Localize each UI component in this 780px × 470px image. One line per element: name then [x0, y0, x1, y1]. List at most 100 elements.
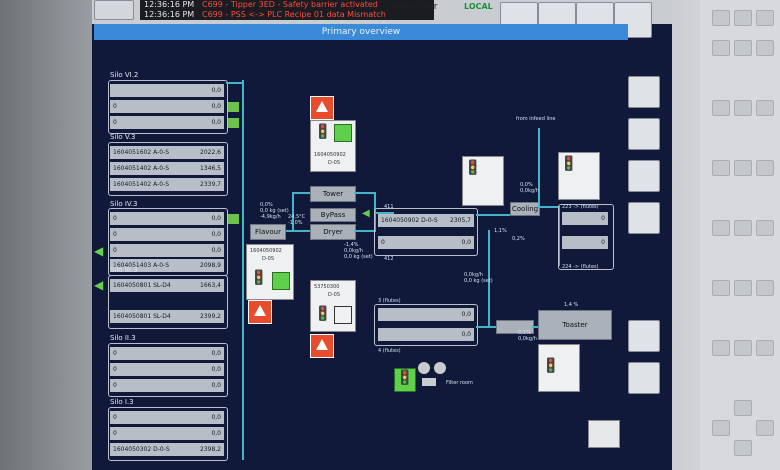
traffic-light-icon: 🚦 — [250, 270, 268, 286]
alarm-time: 12:36:16 PM — [144, 0, 195, 9]
filter-fan-icon — [434, 362, 446, 374]
flow-line — [538, 206, 558, 208]
out-row: 0 — [562, 236, 608, 249]
keypad-key[interactable] — [756, 220, 774, 236]
traffic-light-icon: 🚦 — [396, 370, 414, 386]
keypad-key[interactable] — [756, 40, 774, 56]
flow-line — [354, 230, 374, 232]
status-tab[interactable] — [228, 102, 239, 112]
traffic-light-icon: 🚦 — [464, 160, 482, 176]
side-button-2[interactable] — [628, 118, 660, 150]
silo-label: Silo I.3 — [110, 398, 134, 406]
status-tab[interactable] — [228, 214, 239, 224]
status-panel[interactable] — [462, 156, 504, 206]
keypad-key[interactable] — [734, 100, 752, 116]
warning-icon[interactable] — [310, 334, 334, 358]
status-panel[interactable] — [558, 152, 600, 200]
dryer-node[interactable]: Dryer — [310, 224, 356, 240]
arrow-left-icon: ◀ — [94, 278, 104, 292]
keypad-key[interactable] — [734, 10, 752, 26]
side-button-6[interactable] — [628, 362, 660, 394]
infeed-line — [538, 128, 540, 208]
bypass-node[interactable]: ByPass — [310, 208, 356, 222]
warning-icon[interactable] — [310, 96, 334, 120]
filter-tank-icon — [422, 378, 436, 386]
flow-line — [488, 230, 490, 326]
side-button-5[interactable] — [628, 320, 660, 352]
filter-fan-icon — [418, 362, 430, 374]
keypad-key[interactable] — [734, 400, 752, 416]
tube-row: 0,0 — [378, 308, 474, 321]
cooling-measure: 1,1% — [494, 228, 507, 234]
filter-status-icon[interactable] — [394, 368, 416, 392]
keypad-key[interactable] — [712, 100, 730, 116]
keypad-key[interactable] — [712, 40, 730, 56]
keypad-key[interactable] — [756, 10, 774, 26]
keypad-key[interactable] — [712, 160, 730, 176]
status-code: D-0S — [328, 292, 341, 298]
cooling-measure: 0,2% — [512, 236, 525, 242]
collector-line — [242, 80, 244, 460]
keypad-key[interactable] — [712, 280, 730, 296]
infeed-label: from infeed line — [516, 116, 556, 122]
keypad-key[interactable] — [734, 220, 752, 236]
side-button-3[interactable] — [628, 160, 660, 192]
flow-line — [558, 206, 560, 266]
cooling-node[interactable]: Cooling — [510, 202, 540, 216]
footer-button[interactable] — [588, 420, 620, 448]
filter-room-label: Filter room — [446, 380, 473, 386]
status-panel[interactable] — [538, 344, 580, 392]
keypad-key[interactable] — [734, 340, 752, 356]
out-label: 224 -> (flutes) — [562, 264, 599, 270]
tube-label: 4 (flutes) — [378, 348, 401, 354]
green-status-icon — [334, 124, 352, 142]
tube-label: 3 (flutes) — [378, 298, 401, 304]
silo-box — [374, 208, 478, 256]
flavour-node[interactable]: Flavour — [250, 224, 286, 240]
home-button[interactable] — [94, 0, 134, 20]
toaster-node[interactable]: Toaster — [538, 310, 612, 340]
keypad-key[interactable] — [756, 280, 774, 296]
flow-line — [354, 192, 374, 194]
side-button-1[interactable] — [628, 76, 660, 108]
arrow-left-icon: ◀ — [362, 208, 370, 219]
keypad-key[interactable] — [712, 420, 730, 436]
silo-box — [108, 80, 228, 134]
warning-icon[interactable] — [248, 300, 272, 324]
keypad-key[interactable] — [712, 220, 730, 236]
keypad-key[interactable] — [734, 280, 752, 296]
flow-line — [374, 212, 394, 214]
keypad-key[interactable] — [756, 420, 774, 436]
keypad-key[interactable] — [734, 40, 752, 56]
keypad-key[interactable] — [712, 10, 730, 26]
keypad-key[interactable] — [734, 160, 752, 176]
keypad-key[interactable] — [756, 160, 774, 176]
status-tab[interactable] — [228, 118, 239, 128]
out-label: 223 -> (flutes) — [562, 204, 599, 210]
tower-node[interactable]: Tower — [310, 186, 356, 202]
traffic-light-icon: 🚦 — [314, 306, 332, 322]
keypad-key[interactable] — [756, 100, 774, 116]
silo-label: Silo VI.2 — [110, 71, 139, 79]
alarm-time: 12:36:16 PM — [144, 10, 195, 19]
green-status-icon — [272, 272, 290, 290]
side-button-4[interactable] — [628, 202, 660, 234]
keypad-key[interactable] — [712, 340, 730, 356]
page-title: Primary overview — [94, 24, 628, 40]
silo-label: Silo III.3 — [110, 266, 138, 274]
keypad-key[interactable] — [734, 440, 752, 456]
keypad-key[interactable] — [756, 340, 774, 356]
